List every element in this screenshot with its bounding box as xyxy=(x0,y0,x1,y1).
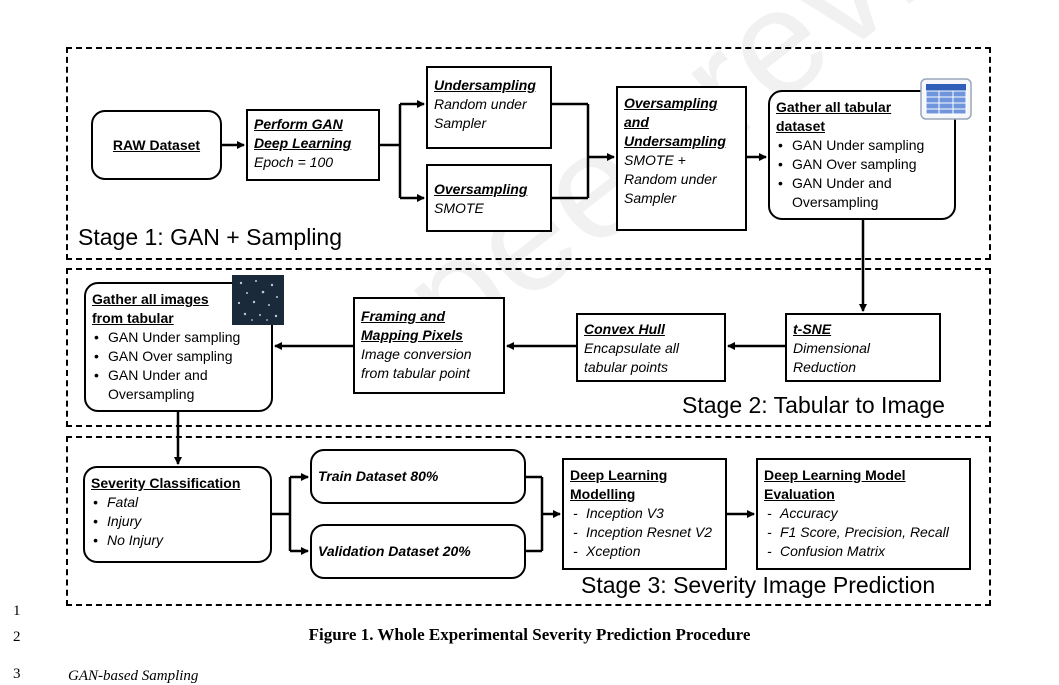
over-under-line3: Sampler xyxy=(624,190,677,206)
dl-model-item: Xception xyxy=(570,542,719,561)
undersampling-box: Undersampling Random under Sampler xyxy=(426,66,552,149)
severity-list: Fatal Injury No Injury xyxy=(91,493,264,550)
oversampling-title: Oversampling xyxy=(434,181,528,197)
dl-model-item: Inception Resnet V2 xyxy=(570,523,719,542)
eval-metric-item: Confusion Matrix xyxy=(764,542,963,561)
raw-dataset-box: RAW Dataset xyxy=(91,110,222,180)
convex-hull-line1: Encapsulate all xyxy=(584,340,679,356)
images-title2: from tabular xyxy=(92,310,174,326)
eval-metric-item: F1 Score, Precision, Recall xyxy=(764,523,963,542)
dl-model-item: Inception V3 xyxy=(570,504,719,523)
over-under-title2: and xyxy=(624,114,649,130)
convex-hull-title: Convex Hull xyxy=(584,321,665,337)
stage-3-frame xyxy=(66,436,991,606)
gan-box: Perform GAN Deep Learning Epoch = 100 xyxy=(246,109,380,181)
eval-title2: Evaluation xyxy=(764,486,835,502)
eval-title1: Deep Learning Model xyxy=(764,467,906,483)
oversampling-box: Oversampling SMOTE xyxy=(426,164,552,232)
dl-title2: Modelling xyxy=(570,486,636,502)
stage-2-frame xyxy=(66,268,991,427)
over-under-box: Oversampling and Undersampling SMOTE + R… xyxy=(616,86,747,231)
line-number-1: 1 xyxy=(13,603,21,619)
severity-box: Severity Classification Fatal Injury No … xyxy=(83,466,272,563)
severity-item: No Injury xyxy=(91,531,264,550)
severity-item: Injury xyxy=(91,512,264,531)
convex-hull-line2: tabular points xyxy=(584,359,669,375)
tabular-list: GAN Under sampling GAN Over sampling GAN… xyxy=(776,136,948,212)
framing-line1: Image conversion xyxy=(361,346,472,362)
severity-title: Severity Classification xyxy=(91,475,241,491)
severity-item: Fatal xyxy=(91,493,264,512)
train-dataset-label: Train Dataset 80% xyxy=(318,468,439,484)
validation-dataset-box: Validation Dataset 20% xyxy=(310,524,526,579)
gan-epoch: Epoch = 100 xyxy=(254,154,334,170)
tabular-title2: dataset xyxy=(776,118,826,134)
dl-models-list: Inception V3 Inception Resnet V2 Xceptio… xyxy=(570,504,719,561)
dl-title1: Deep Learning xyxy=(570,467,668,483)
over-under-line2: Random under xyxy=(624,171,717,187)
line-number-3: 3 xyxy=(13,666,21,682)
train-dataset-box: Train Dataset 80% xyxy=(310,449,526,504)
gan-title: Perform GAN Deep Learning xyxy=(254,116,352,151)
raw-dataset-label: RAW Dataset xyxy=(112,136,201,153)
images-title1: Gather all images xyxy=(92,291,209,307)
image-thumbnail-icon xyxy=(232,275,284,325)
framing-line2: from tabular point xyxy=(361,365,470,381)
framing-box: Framing and Mapping Pixels Image convers… xyxy=(353,297,505,394)
images-item: GAN Over sampling xyxy=(92,347,265,366)
undersampling-line2: Sampler xyxy=(434,115,487,131)
undersampling-title: Undersampling xyxy=(434,77,536,93)
tsne-line2: Reduction xyxy=(793,359,857,375)
over-under-line1: SMOTE + xyxy=(624,152,686,168)
images-item: GAN Under sampling xyxy=(92,328,265,347)
tabular-item: GAN Under and Oversampling xyxy=(776,174,948,212)
oversampling-smote: SMOTE xyxy=(434,200,484,216)
tsne-line1: Dimensional xyxy=(793,340,871,356)
stage-1-frame xyxy=(66,47,991,260)
figure-caption: Figure 1. Whole Experimental Severity Pr… xyxy=(308,625,751,644)
tabular-item: GAN Under sampling xyxy=(776,136,948,155)
framing-title1: Framing and xyxy=(361,308,446,324)
images-list: GAN Under sampling GAN Over sampling GAN… xyxy=(92,328,265,404)
tabular-title1: Gather all tabular xyxy=(776,99,892,115)
tsne-title: t-SNE xyxy=(793,321,832,337)
evaluation-box: Deep Learning Model Evaluation Accuracy … xyxy=(756,458,971,570)
framing-title2: Mapping Pixels xyxy=(361,327,463,343)
stage-1-label: Stage 1: GAN + Sampling xyxy=(78,224,343,250)
line-number-2: 2 xyxy=(13,629,21,645)
convex-hull-box: Convex Hull Encapsulate all tabular poin… xyxy=(576,313,726,382)
eval-metric-item: Accuracy xyxy=(764,504,963,523)
undersampling-line1: Random under xyxy=(434,96,527,112)
stage-2-label: Stage 2: Tabular to Image xyxy=(682,392,945,418)
validation-dataset-label: Validation Dataset 20% xyxy=(318,543,471,559)
over-under-title3: Undersampling xyxy=(624,133,726,149)
tsne-box: t-SNE Dimensional Reduction xyxy=(785,313,941,382)
over-under-title1: Oversampling xyxy=(624,95,718,111)
eval-metrics-list: Accuracy F1 Score, Precision, Recall Con… xyxy=(764,504,963,561)
tabular-item: GAN Over sampling xyxy=(776,155,948,174)
images-item: GAN Under and Oversampling xyxy=(92,366,265,404)
table-icon xyxy=(920,78,972,120)
deep-learning-modelling-box: Deep Learning Modelling Inception V3 Inc… xyxy=(562,458,727,570)
stage-3-label: Stage 3: Severity Image Prediction xyxy=(581,572,936,598)
